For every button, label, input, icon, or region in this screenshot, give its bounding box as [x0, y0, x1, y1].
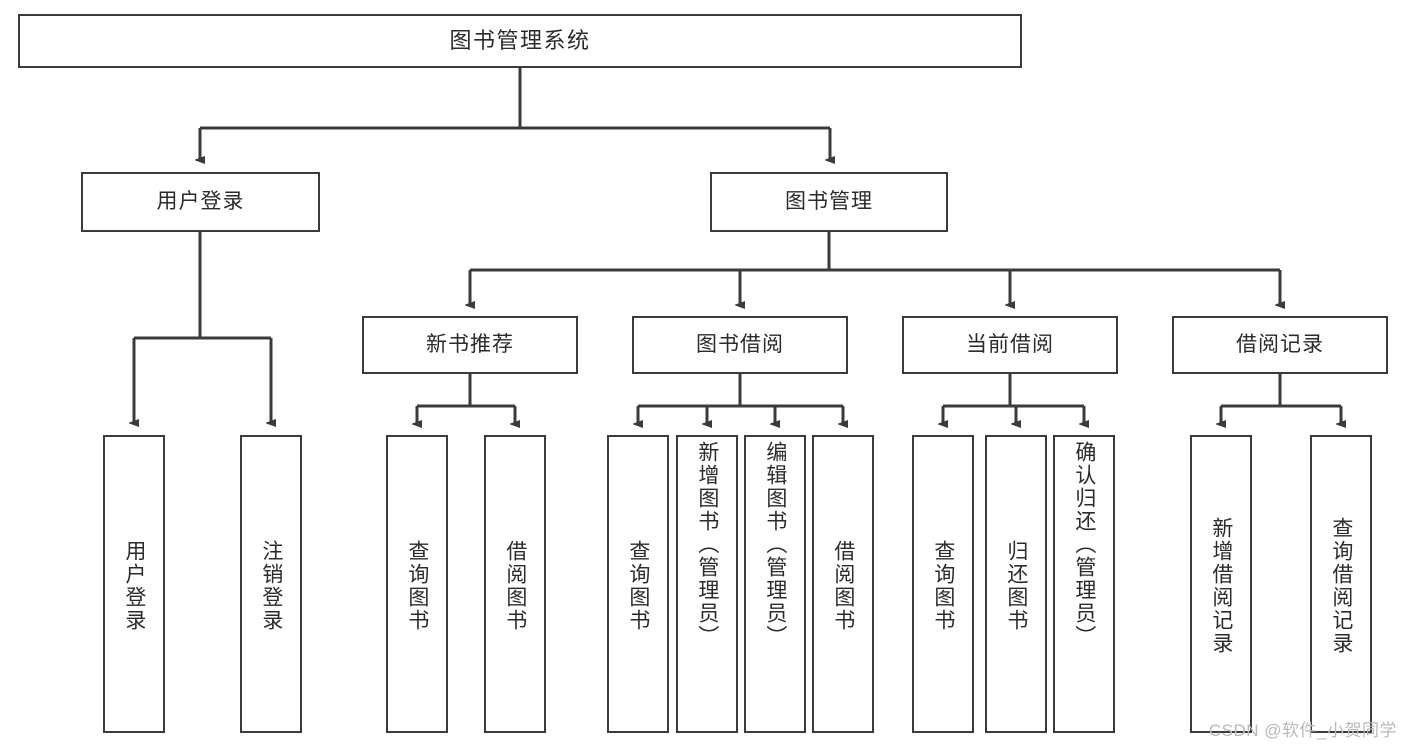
node-book-borrow[interactable]: 图书借阅: [632, 316, 848, 374]
node-label: 当前借阅: [966, 333, 1054, 357]
node-label: 注销登录: [259, 540, 283, 632]
node-label: 新增图书（管理员）: [695, 441, 719, 648]
node-leaf-user-login[interactable]: 用户登录: [103, 435, 165, 733]
node-leaf-add-borrow-record[interactable]: 新增借阅记录: [1190, 435, 1252, 733]
node-current-borrow[interactable]: 当前借阅: [902, 316, 1118, 374]
node-borrow-record[interactable]: 借阅记录: [1172, 316, 1388, 374]
node-label: 图书管理系统: [449, 27, 591, 53]
node-leaf-borrow-book-recommend[interactable]: 借阅图书: [484, 435, 546, 733]
node-leaf-confirm-return[interactable]: 确认归还（管理员）: [1053, 435, 1115, 733]
node-label: 查询借阅记录: [1329, 517, 1353, 655]
node-leaf-query-book-borrow[interactable]: 查询图书: [607, 435, 669, 733]
watermark-text: CSDN @软件_小贺同学: [1208, 721, 1397, 740]
node-label: 图书借阅: [696, 333, 784, 357]
node-leaf-query-borrow-record[interactable]: 查询借阅记录: [1310, 435, 1372, 733]
node-label: 借阅记录: [1236, 333, 1324, 357]
node-leaf-return-book[interactable]: 归还图书: [985, 435, 1047, 733]
node-leaf-query-book-current[interactable]: 查询图书: [912, 435, 974, 733]
node-label: 借阅图书: [503, 540, 527, 632]
node-new-book-recommend[interactable]: 新书推荐: [362, 316, 578, 374]
node-leaf-add-book[interactable]: 新增图书（管理员）: [676, 435, 738, 733]
node-label: 查询图书: [931, 540, 955, 632]
node-leaf-borrow-book[interactable]: 借阅图书: [812, 435, 874, 733]
node-label: 归还图书: [1004, 540, 1028, 632]
node-label: 用户登录: [156, 190, 245, 214]
node-label: 编辑图书（管理员）: [763, 441, 787, 648]
node-label: 借阅图书: [831, 540, 855, 632]
node-leaf-edit-book[interactable]: 编辑图书（管理员）: [744, 435, 806, 733]
node-root-system[interactable]: 图书管理系统: [18, 14, 1022, 68]
node-label: 用户登录: [122, 540, 146, 632]
node-user-login[interactable]: 用户登录: [81, 172, 320, 232]
node-label: 确认归还（管理员）: [1072, 441, 1096, 648]
node-label: 新增借阅记录: [1209, 517, 1233, 655]
node-label: 新书推荐: [426, 333, 514, 357]
node-label: 查询图书: [626, 540, 650, 632]
node-label: 图书管理: [785, 190, 873, 214]
node-leaf-query-book-recommend[interactable]: 查询图书: [386, 435, 448, 733]
node-label: 查询图书: [405, 540, 429, 632]
node-leaf-logout-login[interactable]: 注销登录: [240, 435, 302, 733]
node-book-manage[interactable]: 图书管理: [710, 172, 948, 232]
